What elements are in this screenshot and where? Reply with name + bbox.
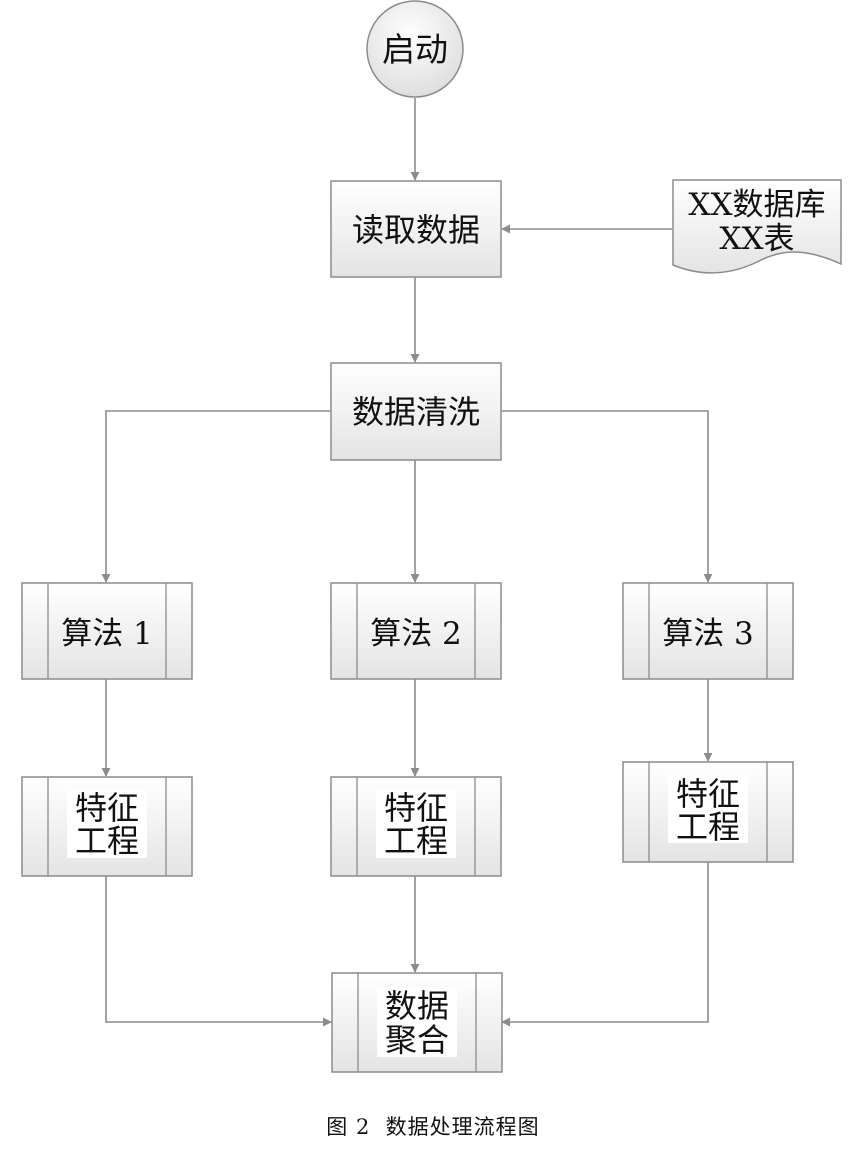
aggregate-node: 数据 聚合 [331, 972, 503, 1073]
start-node: 启动 [366, 0, 464, 98]
algorithm-label-2: 算法 2 [370, 616, 462, 652]
aggregate-label-line2: 聚合 [385, 1021, 449, 1059]
feature-node-2: 特征 工程 [330, 776, 502, 877]
feature-label-1-line1: 特征 [75, 789, 139, 827]
feature-label-3-line1: 特征 [676, 775, 740, 813]
arrow-feature3-to-aggregate [501, 862, 709, 1027]
connectors [101, 98, 713, 1027]
data-clean-label: 数据清洗 [352, 393, 480, 431]
algorithm-label-1: 算法 1 [61, 616, 153, 652]
feature-node-3: 特征 工程 [622, 761, 794, 863]
feature-label-2-line2: 工程 [384, 822, 448, 860]
algorithm-node-3: 算法 3 [622, 582, 794, 680]
algorithm-node-2: 算法 2 [330, 582, 502, 680]
figure-caption: 图 2 数据处理流程图 [326, 1115, 539, 1139]
feature-node-1: 特征 工程 [21, 776, 193, 877]
data-source-label-2: XX表 [719, 221, 794, 257]
arrow-clean-to-algo1 [101, 410, 331, 583]
feature-label-3-line2: 工程 [676, 808, 740, 846]
data-source-node: XX数据库 XX表 [672, 179, 842, 274]
aggregate-label-line1: 数据 [385, 987, 449, 1025]
data-clean-node: 数据清洗 [330, 362, 502, 461]
algorithm-label-3: 算法 3 [662, 616, 754, 652]
data-source-label-1: XX数据库 [688, 187, 825, 223]
start-label: 启动 [382, 30, 448, 69]
feature-label-1-line2: 工程 [75, 822, 139, 860]
algorithm-node-1: 算法 1 [21, 582, 193, 680]
read-data-label: 读取数据 [352, 211, 480, 249]
read-data-node: 读取数据 [330, 180, 502, 278]
feature-label-2-line1: 特征 [384, 789, 448, 827]
arrow-feature1-to-aggregate [105, 876, 332, 1027]
arrow-clean-to-algo3 [500, 410, 713, 583]
